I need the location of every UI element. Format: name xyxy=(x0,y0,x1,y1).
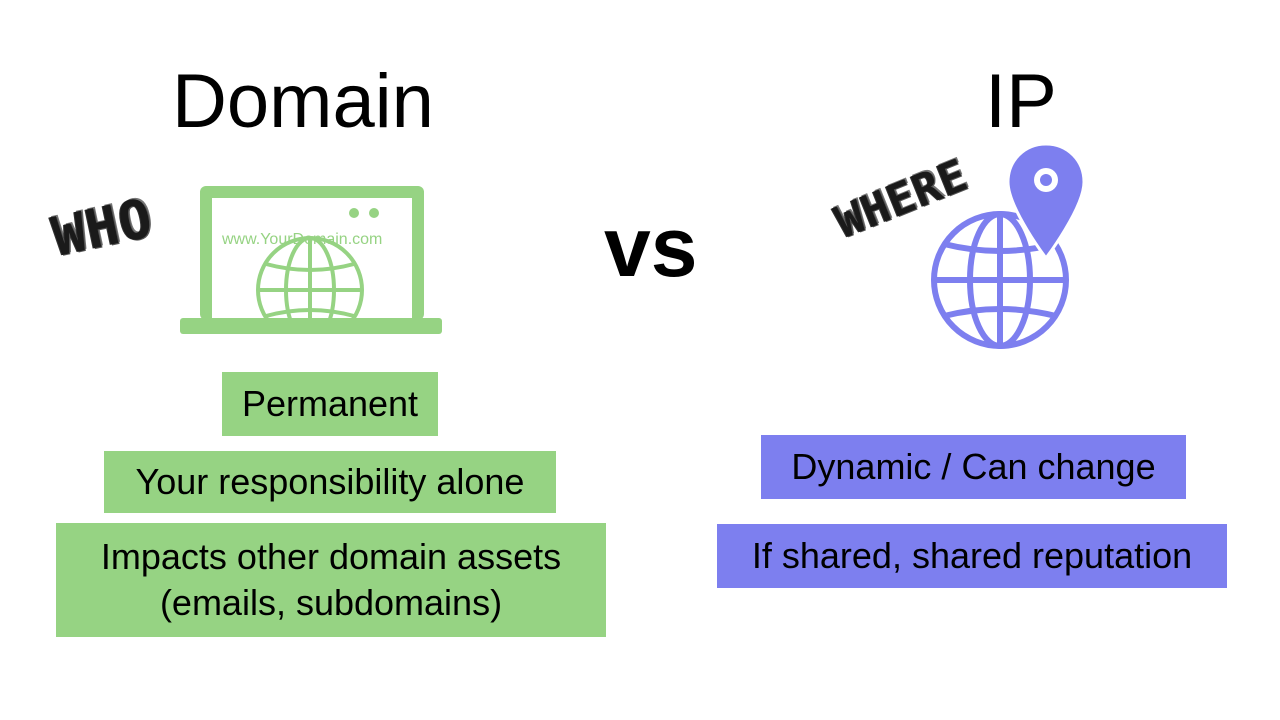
impacts-text-line2: (emails, subdomains) xyxy=(159,582,503,623)
permanent-box: Permanent xyxy=(222,372,438,436)
permanent-text: Permanent xyxy=(241,383,419,424)
laptop-base-mask xyxy=(180,334,442,354)
impacts-box: Impacts other domain assets (emails, sub… xyxy=(56,523,606,637)
laptop-globe-icon xyxy=(180,186,442,334)
domain-url-text: www.YourDomain.com xyxy=(222,231,383,248)
vs-label: vs xyxy=(604,200,698,294)
shared-reputation-text: If shared, shared reputation xyxy=(751,535,1193,576)
globe-location-pin-icon xyxy=(931,144,1086,349)
who-scribble: WHO xyxy=(46,186,159,269)
responsibility-box: Your responsibility alone xyxy=(104,451,556,513)
dynamic-text: Dynamic / Can change xyxy=(791,446,1156,487)
responsibility-text: Your responsibility alone xyxy=(135,461,525,502)
shared-reputation-box: If shared, shared reputation xyxy=(717,524,1227,588)
ip-heading: IP xyxy=(985,59,1057,144)
dynamic-box: Dynamic / Can change xyxy=(761,435,1186,499)
domain-heading: Domain xyxy=(172,59,434,144)
impacts-text-line1: Impacts other domain assets xyxy=(100,536,562,577)
